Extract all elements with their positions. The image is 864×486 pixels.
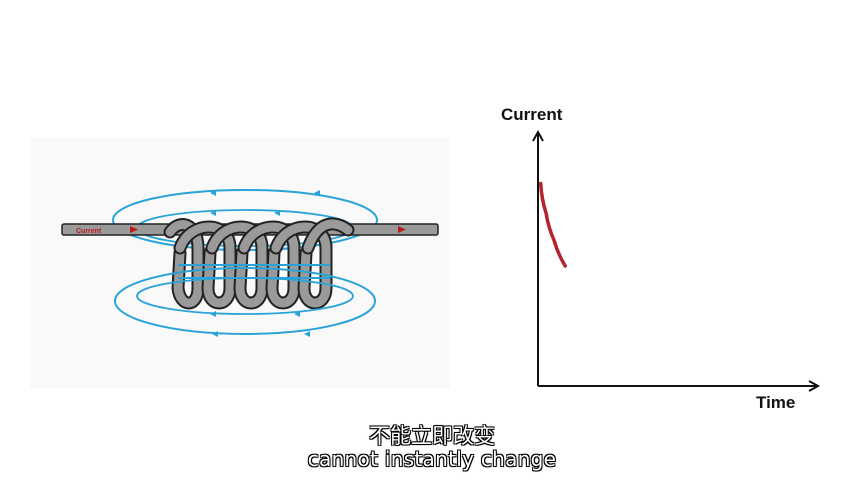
inductor-coil-diagram: Current bbox=[30, 138, 450, 388]
field-direction-arrows bbox=[210, 190, 320, 337]
subtitle-english: cannot instantly change bbox=[307, 447, 557, 471]
x-axis-label: Time bbox=[756, 393, 796, 412]
current-arrow-left bbox=[130, 226, 138, 233]
field-line-bottom-outer bbox=[114, 267, 376, 335]
y-axis-arrowhead bbox=[532, 129, 544, 142]
coil-illustration: Current bbox=[61, 189, 439, 337]
current-arrow-right bbox=[398, 226, 406, 233]
y-axis-label: Current bbox=[501, 105, 563, 124]
chart-axes bbox=[532, 129, 821, 392]
field-line-bottom-inner bbox=[136, 277, 354, 315]
chart-series bbox=[538, 181, 567, 268]
coil-turns bbox=[163, 217, 355, 310]
subtitle-chinese: 不能立即改变 bbox=[369, 424, 495, 448]
series-line-0 bbox=[538, 181, 567, 268]
wire-current-label: Current bbox=[76, 228, 102, 235]
x-axis-arrowhead bbox=[808, 380, 821, 392]
